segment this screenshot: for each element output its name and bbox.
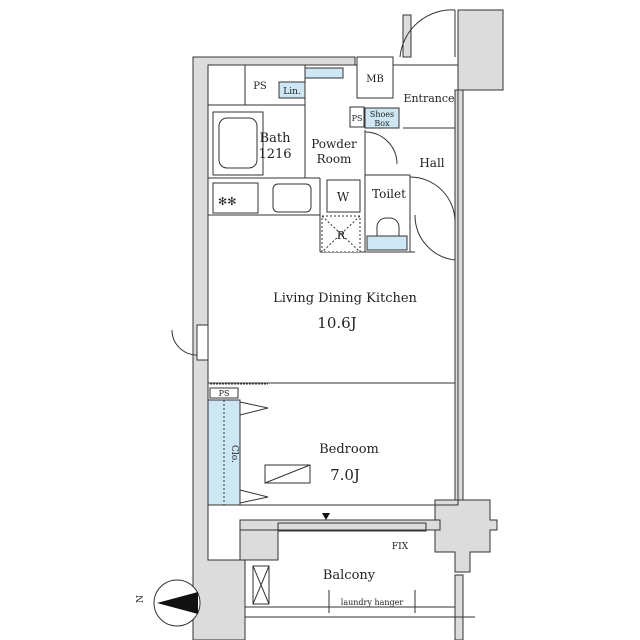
bedroom-label: Bedroom <box>319 442 379 457</box>
hall-label: Hall <box>419 156 444 170</box>
bathtub <box>212 111 264 176</box>
bath-size: 1216 <box>258 147 291 162</box>
shoes-box-label: Shoes <box>370 110 394 119</box>
powder-room-label-2: Room <box>317 152 352 166</box>
mb-label: MB <box>366 74 384 85</box>
ps-label: PS <box>253 81 267 92</box>
sink <box>272 183 312 213</box>
north-label: N <box>136 595 146 603</box>
room-labels: Living Dining Kitchen 10.6J Bedroom 7.0J… <box>219 74 455 607</box>
shoes-box-label-2: Box <box>374 119 390 128</box>
linen-closet <box>278 81 306 99</box>
washer-label: W <box>337 190 350 204</box>
shoes-box <box>364 107 400 129</box>
ldk-label: Living Dining Kitchen <box>273 291 417 306</box>
powder-room-label: Powder <box>311 137 357 151</box>
closet-label: Clo. <box>229 445 239 463</box>
bath-label: Bath <box>260 131 292 146</box>
ps-hall-label: PS <box>352 114 363 123</box>
bedroom-size: 7.0J <box>330 466 360 484</box>
entrance-label: Entrance <box>403 92 454 105</box>
fix-label: FIX <box>392 542 409 552</box>
burner-icon: ✻✻ <box>218 195 236 208</box>
fixtures: ✻✻ <box>210 111 475 618</box>
linen-label: Lin. <box>283 87 301 97</box>
meter-box <box>356 56 394 99</box>
toilet-label: Toilet <box>372 187 406 201</box>
ldk-size: 10.6J <box>317 314 356 332</box>
washer <box>326 179 361 213</box>
fridge-label: R <box>337 229 346 242</box>
laundry-hanger-label: laundry hanger <box>341 598 404 607</box>
ps-bedroom-label: PS <box>219 389 230 398</box>
stove <box>212 182 259 214</box>
north-compass-icon: N <box>136 579 201 627</box>
balcony-label: Balcony <box>323 568 376 583</box>
storage <box>207 56 411 506</box>
